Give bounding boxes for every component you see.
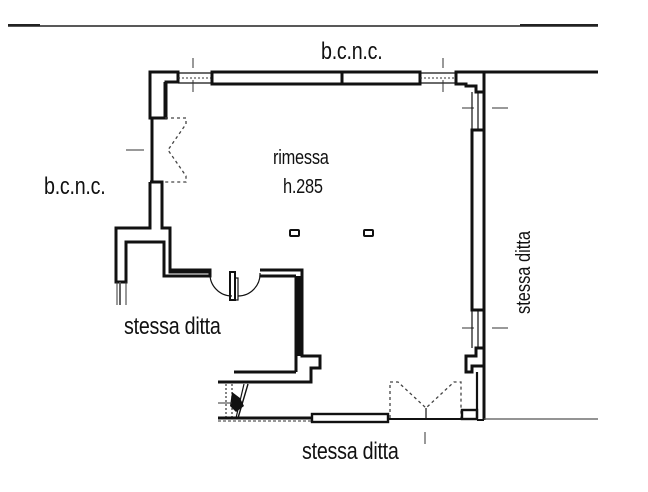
floor-fixtures [289,229,374,237]
label-bottom-left-stessa-ditta: stessa ditta [124,313,221,340]
room-name: rimessa [273,147,329,169]
fixture-1 [289,229,300,237]
west-wall [114,82,210,305]
stair-arrow [218,383,249,419]
label-bottom-stessa-ditta: stessa ditta [302,438,399,465]
label-left-bcnc: b.c.n.c. [44,173,106,200]
dimension-ticks [126,58,508,444]
inner-partition [162,242,322,384]
room-height: h.285 [283,176,323,198]
south-wall [218,381,598,424]
north-wall [148,70,598,120]
label-top-bcnc: b.c.n.c. [321,38,383,65]
east-wall [464,72,486,420]
fixture-2 [363,229,374,237]
top-boundary-line [8,24,598,27]
label-right-stessa-ditta: stessa ditta [513,231,535,314]
